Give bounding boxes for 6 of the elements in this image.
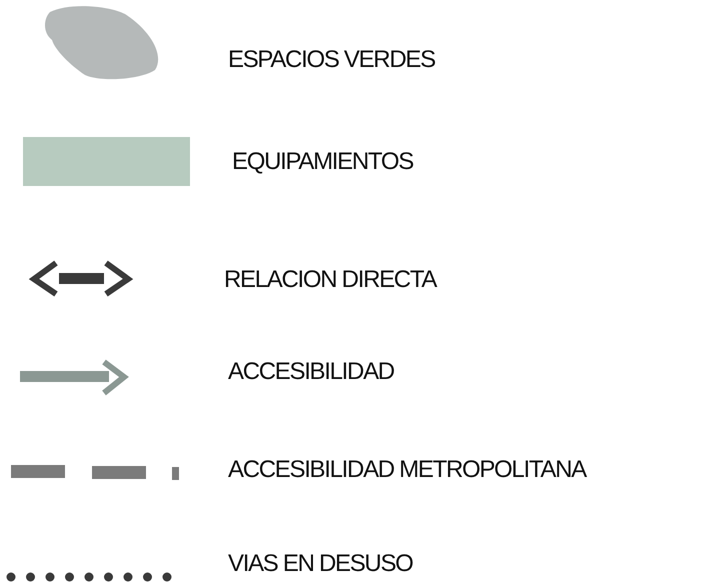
legend-label: VIAS EN DESUSO	[228, 552, 413, 576]
legend-label: RELACION DIRECTA	[224, 268, 436, 292]
legend-label: ACCESIBILIDAD METROPOLITANA	[228, 458, 586, 482]
legend-label: EQUIPAMIENTOS	[232, 150, 413, 174]
legend-label: ACCESIBILIDAD	[228, 360, 394, 384]
legend-label: ESPACIOS VERDES	[228, 48, 435, 72]
